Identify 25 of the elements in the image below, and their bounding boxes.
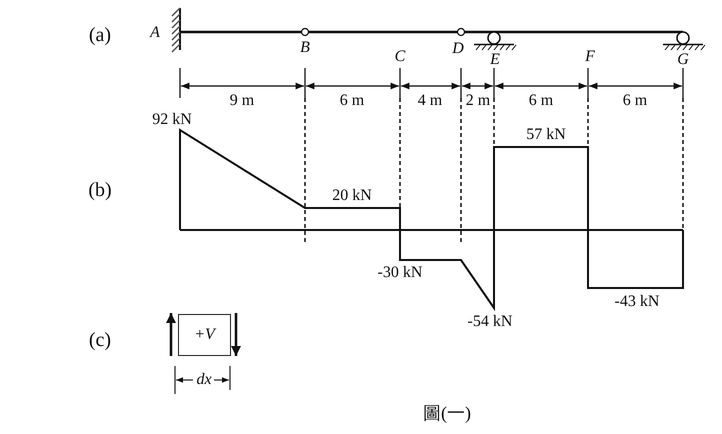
dimension-label: 6 m (622, 93, 648, 109)
point-label: B (300, 40, 310, 56)
shear-value-label: 20 kN (332, 188, 372, 204)
dimension-label: 6 m (528, 93, 554, 109)
element-box: +V (178, 314, 231, 356)
dimension-label: 2 m (466, 93, 490, 109)
point-label: C (394, 49, 406, 65)
point-label: A (150, 25, 160, 41)
point-label: G (677, 52, 689, 68)
shear-value-label: -30 kN (378, 265, 422, 281)
shear-value-label: -43 kN (614, 294, 660, 310)
panel-label: (b) (88, 180, 112, 200)
caption: 圖(一) (423, 404, 471, 422)
point-label: E (490, 52, 500, 68)
shear-value-label: -54 kN (468, 314, 512, 330)
point-label: D (452, 41, 464, 57)
dimension-label: dx (196, 372, 212, 388)
dimension-label: 6 m (340, 93, 364, 109)
point-label: F (585, 49, 595, 65)
panel-label: (c) (88, 330, 112, 350)
dimension-label: 9 m (230, 93, 254, 109)
shear-value-label: 57 kN (526, 127, 566, 143)
shear-value-label: 92 kN (152, 112, 192, 128)
panel-label: (a) (88, 25, 112, 45)
dimension-label: 4 m (418, 93, 442, 109)
